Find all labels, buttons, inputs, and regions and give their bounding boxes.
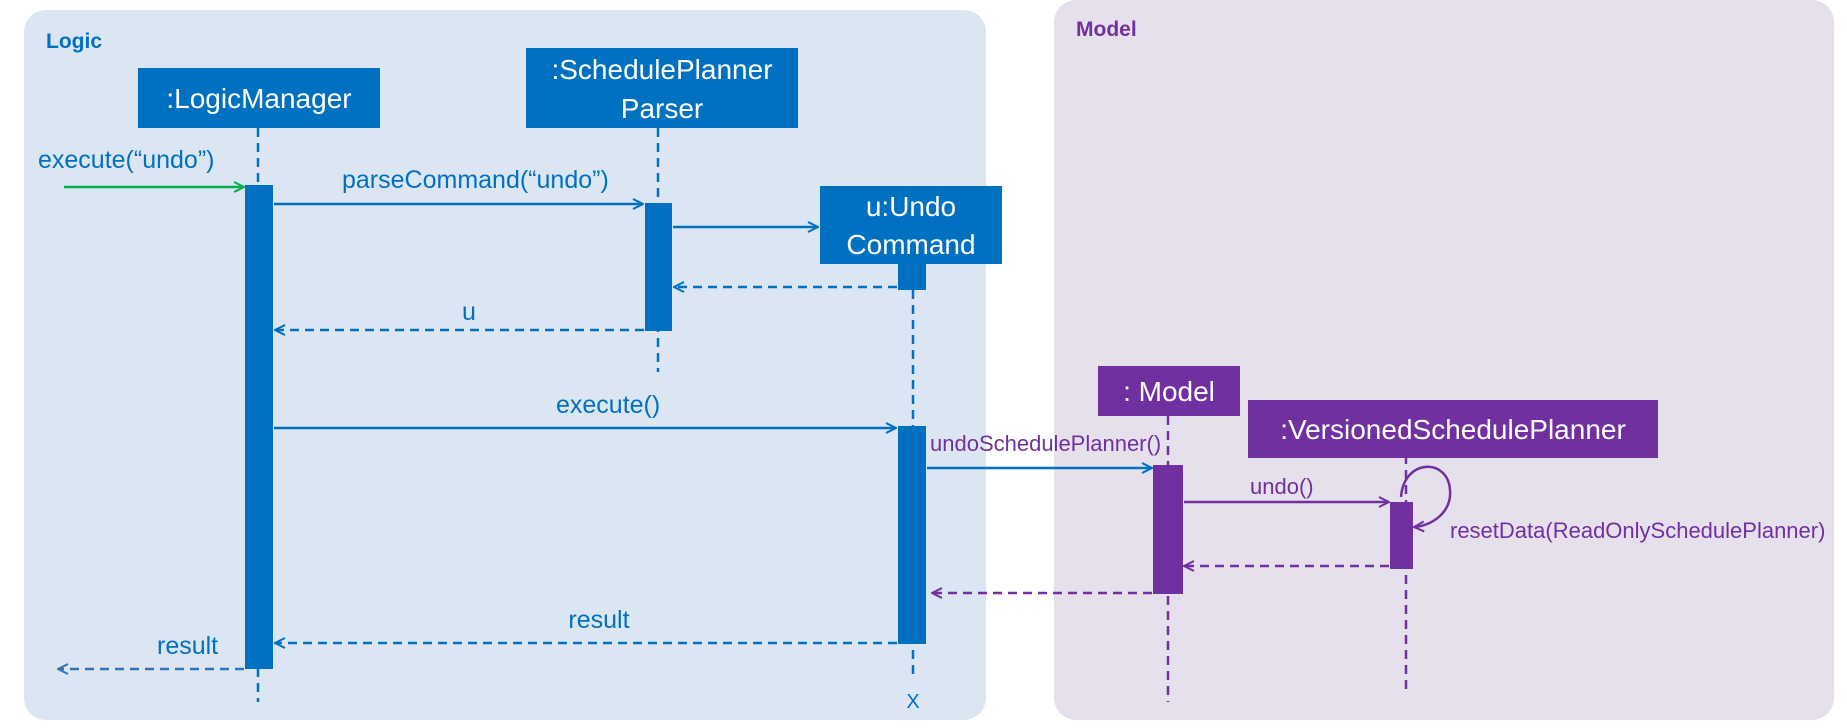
participant-parser	[526, 48, 798, 128]
message-execute-label: execute()	[556, 391, 660, 419]
participant-undo-command-label-line1: u:Undo	[866, 191, 956, 222]
destroy-marker: X	[906, 691, 919, 713]
participant-versioned	[1248, 400, 1658, 458]
participant-parser-label-line2: Parser	[621, 93, 703, 124]
participant-undo-command	[820, 186, 1002, 264]
activation-versioned	[1390, 502, 1413, 569]
activation-logic-manager	[245, 185, 273, 669]
participant-logic-manager-label: :LogicManager	[166, 83, 351, 114]
activation-undo-command	[898, 426, 926, 644]
logic-frame-title: Logic	[46, 30, 102, 53]
participant-model-label: : Model	[1123, 376, 1215, 407]
activation-undo-construct	[898, 262, 926, 290]
message-undo-label: undo()	[1250, 474, 1314, 499]
activation-model	[1153, 465, 1183, 594]
participant-versioned-label: :VersionedSchedulePlanner	[1280, 414, 1626, 445]
activation-parser	[645, 203, 672, 331]
message-undo-schedule-planner-label: undoSchedulePlanner()	[930, 431, 1161, 456]
participant-logic-manager	[138, 68, 380, 128]
participant-undo-command-label-line2: Command	[846, 229, 975, 260]
message-return-u-label: u	[462, 298, 476, 326]
participant-parser-label-line1: :SchedulePlanner	[551, 54, 772, 85]
message-reset-data-self-arrow	[1399, 465, 1452, 527]
message-parse-command-label: parseCommand(“undo”)	[342, 166, 609, 194]
message-execute-undo-label: execute(“undo”)	[38, 146, 214, 174]
model-frame-title: Model	[1076, 18, 1137, 41]
message-result-return-label: result	[568, 606, 629, 634]
message-reset-data-label: resetData(ReadOnlySchedulePlanner)	[1450, 518, 1825, 543]
model-frame	[1054, 0, 1834, 720]
participant-model	[1098, 366, 1240, 416]
message-result-out-label: result	[157, 632, 218, 660]
